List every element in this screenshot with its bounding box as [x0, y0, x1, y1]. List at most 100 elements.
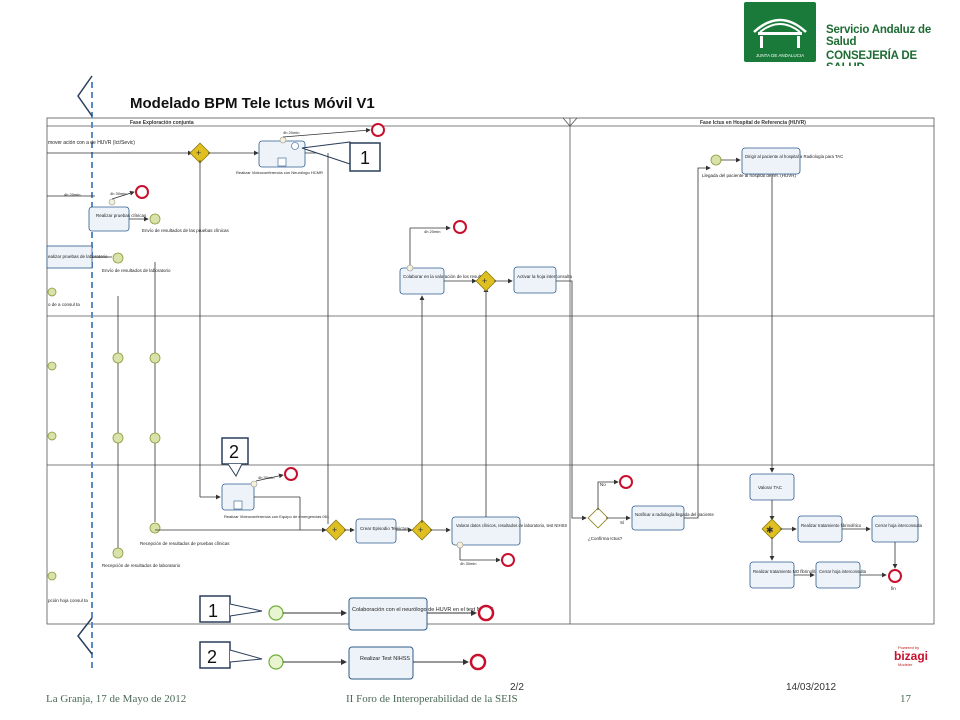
partial-event-2: [47, 361, 57, 371]
task-colaborar[interactable]: [399, 267, 445, 295]
marker-bottom-chevron-icon: [77, 617, 93, 655]
event-lane2-a: [112, 352, 124, 364]
timer-2-icon: [108, 198, 116, 206]
partial-left-text-2: ealizar pruebas de laboratorio: [48, 254, 108, 259]
task-dirigir-label: Dirigir al paciente al hospital a Radiol…: [745, 154, 843, 159]
start-event-bottom-2: [268, 654, 284, 670]
callout-3-pointer: [229, 603, 263, 617]
callout-3-text: 1: [208, 601, 218, 621]
phase-right-label: Fase Ictus en Hospital de Referencia (HU…: [700, 120, 806, 126]
task-no-fibrinolitico-label: Realizar tratamiento NO fibrinolítico: [753, 569, 821, 574]
partial-event-3: [47, 431, 57, 441]
timer-6-label: 4h 20min: [424, 229, 440, 234]
callout-1: [349, 142, 381, 172]
subprocess-marker-1-icon: [277, 157, 287, 167]
task-cerrar-1[interactable]: [871, 515, 919, 543]
timer-5-label: 4h 30min: [460, 561, 476, 566]
bizagi-powered: Powered by: [898, 645, 919, 650]
callout-4-pointer: [229, 649, 263, 663]
task-fibrinolitico[interactable]: [797, 515, 843, 543]
timer-2-label: 4h 20min: [64, 192, 80, 197]
callout-2-text: 2: [229, 442, 239, 462]
task-no-fibrinolitico[interactable]: [749, 561, 795, 589]
end-event-top: [371, 123, 385, 137]
flow-timer-4: [255, 473, 284, 482]
task-pruebas-clinicas-label: Realizar pruebas clínicas: [96, 213, 147, 218]
task-cerrar-1-label: Cerrar hoja interconsulta: [875, 523, 923, 528]
event-lane2-d: [149, 432, 161, 444]
task-activar-hoja[interactable]: [513, 266, 557, 294]
task-crear-episodio-label: Crear Episodio Teleictus: [360, 526, 409, 531]
flow-notificar-up: [684, 165, 711, 519]
event-envio-lab: [112, 252, 124, 264]
partial-left-text-4: pción hoja consul ta: [48, 598, 88, 603]
event-envio-clinicas: [149, 213, 161, 225]
task-fibrinolitico-label: Realizar tratamiento fibrinolítico: [801, 523, 862, 528]
task-valorar[interactable]: [451, 516, 521, 546]
gateway-confirma[interactable]: [587, 507, 609, 529]
gateway-top-plus-icon: +: [196, 148, 201, 158]
callout-4-text: 2: [207, 647, 217, 667]
phase-divider-notch: [562, 117, 578, 127]
end-event-valorar: [501, 553, 515, 567]
end-event-bottom-2: [469, 653, 487, 671]
task-pruebas-clinicas[interactable]: [88, 206, 130, 232]
gateway-join-3-plus-icon: +: [482, 276, 487, 286]
event-llegada: [710, 154, 722, 166]
bizagi-modeler: Modeler: [898, 662, 913, 667]
gateway-merge-plus-icon: +: [332, 525, 337, 535]
task-dirigir[interactable]: [741, 147, 801, 175]
task-notificar[interactable]: [631, 505, 685, 531]
end-event-bottom-1: [477, 604, 495, 622]
timer-1-icon: [279, 136, 287, 144]
task-cerrar-2-label: Cerrar hoja interconsulta: [819, 569, 867, 574]
flow-activar-to-gateway: [556, 280, 587, 521]
task-bottom-1[interactable]: [348, 597, 428, 631]
footer-page-number: 17: [900, 693, 911, 705]
partial-left-text-1: mover ación con a de HUVR (Ict/Sevic): [48, 140, 135, 146]
gateway-split-2[interactable]: [411, 519, 433, 541]
event-recepcion-lab: [112, 547, 124, 559]
start-event-bottom-1: [268, 605, 284, 621]
flow-no: [597, 479, 619, 510]
timer-3-label: 4h 30min: [110, 191, 126, 196]
task-tac-label: Valorar TAC: [758, 485, 783, 490]
logo-text: JUNTA DE ANDALUCIA: [756, 53, 804, 58]
pool-border: [46, 117, 935, 625]
task-colaborar-label: Colaborar en la valoración de los result…: [403, 274, 492, 279]
end-event-clinicas: [135, 185, 149, 199]
event-lane2-b: [149, 352, 161, 364]
gateway-yes-label: Sí: [620, 520, 625, 525]
timer-5-icon: [456, 541, 464, 549]
task-crear-episodio[interactable]: [355, 518, 397, 544]
diagram-page-partial: 2/2: [510, 682, 524, 690]
timer-6-icon: [406, 264, 414, 272]
gateway-tratamiento[interactable]: [761, 518, 783, 540]
org-line-1: Servicio Andaluz de Salud: [826, 24, 932, 48]
timer-4-label: 4h 30min: [258, 475, 274, 480]
task-notificar-label: Notificar a radiología llegada del pacie…: [635, 512, 714, 517]
gateway-no-label: No: [600, 482, 606, 487]
gateway-merge[interactable]: [325, 519, 347, 541]
partial-event-4: [47, 571, 57, 581]
event-envio-clinicas-label: Envío de resultados de las pruebas clíni…: [142, 228, 230, 233]
partial-left-text-3: o de a consul ta: [48, 302, 80, 307]
boundary-event-1: [291, 142, 299, 150]
partial-event-1: [47, 287, 57, 297]
task-bottom-2[interactable]: [348, 646, 414, 680]
end-event-no: [619, 475, 633, 489]
task-videoconf-neuro-label: Realizar Videoconferencia con Neurólogo …: [236, 170, 323, 175]
gateway-top-parallel[interactable]: [189, 142, 211, 164]
subprocess-marker-2-icon: [233, 500, 243, 510]
end-event-equipo: [284, 467, 298, 481]
diagram-date-partial: 14/03/2012: [786, 682, 836, 690]
flow-timer-1: [282, 127, 371, 138]
event-recepcion-clinicas: [149, 522, 161, 534]
junta-logo: JUNTA DE ANDALUCIA: [744, 2, 816, 62]
marker-top-chevron-icon: [77, 75, 93, 117]
slide-canvas: Modelado BPM Tele Ictus Móvil V1 Fase Ex…: [26, 66, 936, 693]
end-event-fin-label: fin: [891, 586, 896, 591]
gateway-confirma-label: ¿Confirma Ictus?: [588, 536, 623, 541]
task-cerrar-2[interactable]: [815, 561, 861, 589]
gateway-join-3[interactable]: [475, 270, 497, 292]
